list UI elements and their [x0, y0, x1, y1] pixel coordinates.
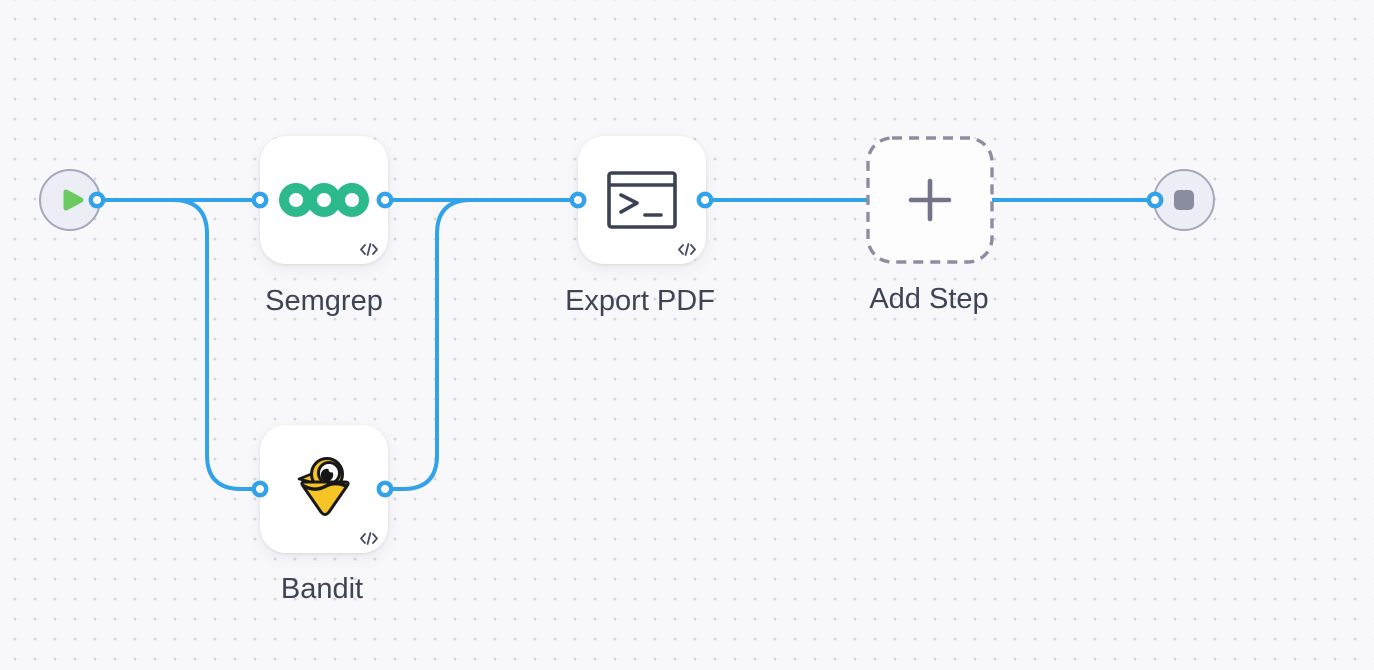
step-label-add-step: Add Step — [869, 283, 989, 315]
step-label-semgrep: Semgrep — [265, 285, 383, 317]
step-label-export-pdf: Export PDF — [565, 285, 715, 317]
plus-icon — [908, 178, 952, 222]
port-bandit-out[interactable] — [376, 480, 394, 498]
code-icon — [360, 532, 378, 545]
terminal-icon — [607, 171, 677, 229]
add-step-button[interactable] — [866, 136, 994, 264]
port-end-in[interactable] — [1146, 191, 1164, 209]
semgrep-logo-icon — [279, 183, 369, 217]
port-semgrep-in[interactable] — [251, 191, 269, 209]
code-icon — [678, 243, 696, 256]
step-node-semgrep[interactable] — [260, 136, 388, 264]
step-node-export-pdf[interactable] — [578, 136, 706, 264]
edge-bandit-to-exportpdf — [383, 198, 580, 491]
port-bandit-in[interactable] — [251, 480, 269, 498]
port-start-out[interactable] — [88, 191, 106, 209]
step-node-bandit[interactable] — [260, 425, 388, 553]
bandit-logo-icon — [297, 457, 350, 516]
port-exportpdf-out[interactable] — [696, 191, 714, 209]
edge-start-to-bandit — [95, 198, 262, 491]
port-semgrep-out[interactable] — [376, 191, 394, 209]
step-label-bandit: Bandit — [280, 573, 364, 605]
stop-icon — [1174, 190, 1194, 210]
code-icon — [360, 243, 378, 256]
port-exportpdf-in[interactable] — [569, 191, 587, 209]
play-icon — [63, 189, 83, 211]
